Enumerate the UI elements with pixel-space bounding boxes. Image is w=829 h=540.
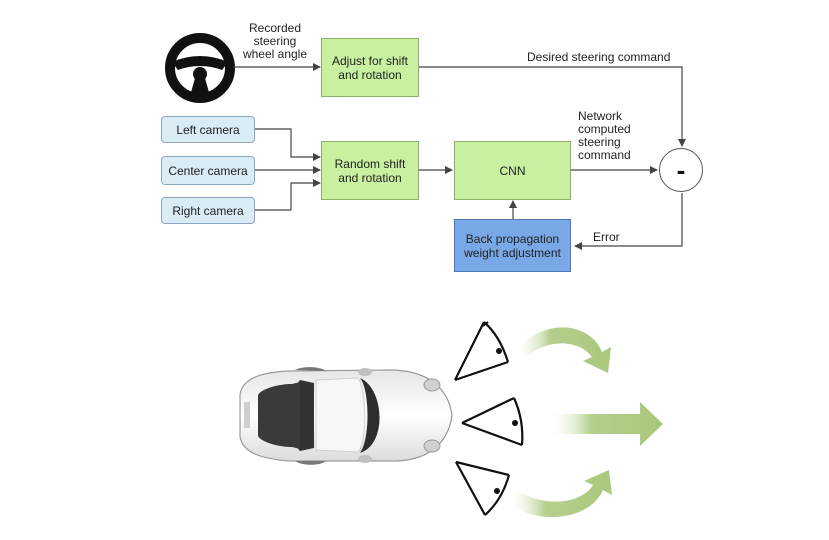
right-camera-box: Right camera (161, 197, 255, 224)
steering-wheel-icon (165, 33, 235, 103)
center-camera-box: Center camera (161, 156, 255, 185)
center-camera-eye-icon (461, 397, 524, 447)
adjust-shift-rotation-box: Adjust for shift and rotation (321, 38, 419, 97)
left-camera-box: Left camera (161, 116, 255, 143)
error-label: Error (593, 230, 620, 244)
random-shift-rotation-box: Random shift and rotation (321, 141, 419, 200)
recorded-angle-label: Recorded steering wheel angle (242, 21, 308, 61)
turn-left-arrow (518, 327, 611, 373)
turn-right-arrow (510, 470, 612, 517)
cnn-box: CNN (454, 141, 571, 200)
backprop-box: Back propagation weight adjustment (454, 219, 571, 272)
desired-command-label: Desired steering command (527, 50, 671, 64)
connectors (233, 63, 686, 250)
left-camera-eye-icon (454, 321, 510, 382)
network-command-label: Network computed steering command (578, 109, 631, 162)
car-image (239, 367, 453, 465)
subtract-node: - (659, 148, 703, 192)
right-camera-eye-icon (455, 460, 511, 516)
straight-arrow (552, 402, 663, 446)
